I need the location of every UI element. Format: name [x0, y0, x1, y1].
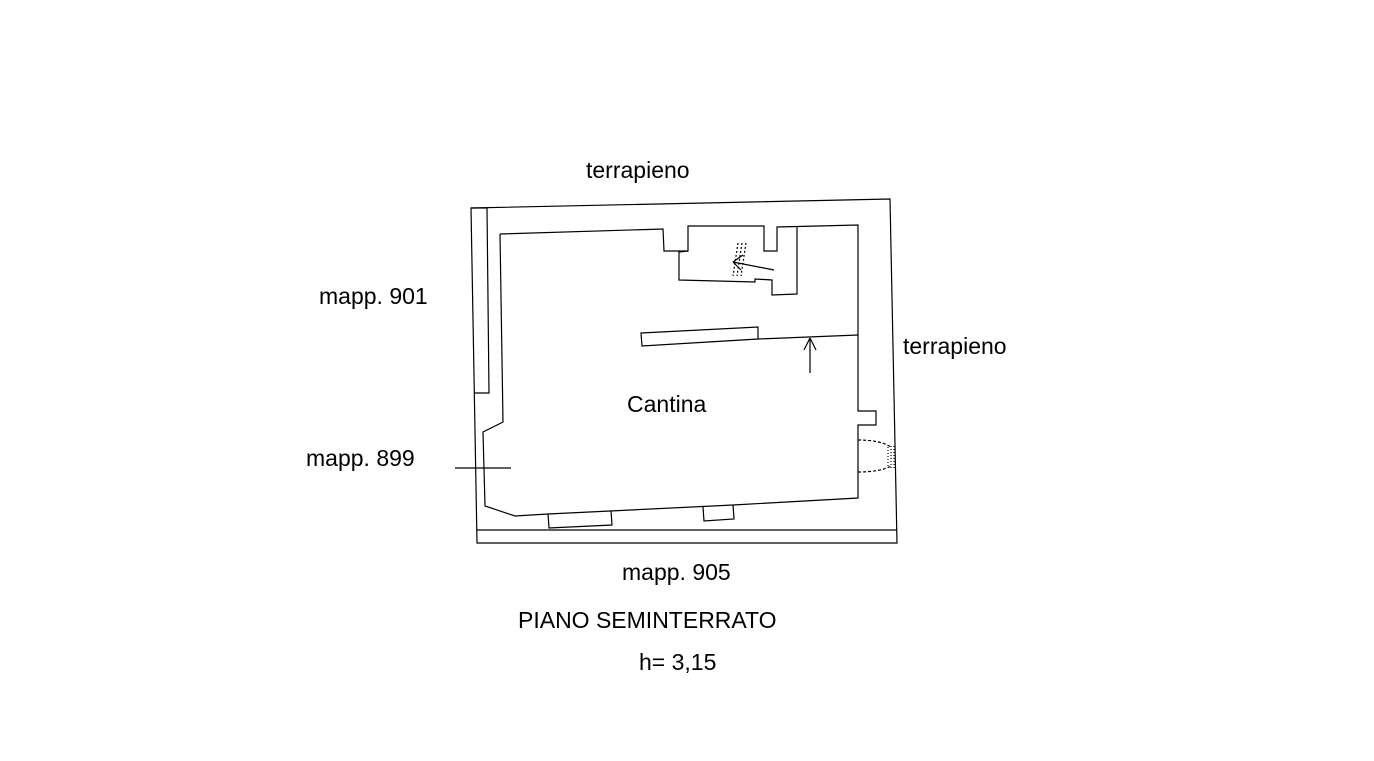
level-arrow-icon — [803, 337, 817, 373]
interior-beam-line — [757, 334, 859, 340]
stair-hatch — [732, 242, 747, 277]
height-label: h= 3,15 — [639, 649, 717, 675]
west-lower-boundary-label: mapp. 899 — [306, 445, 415, 471]
west-upper-boundary-label: mapp. 901 — [319, 283, 428, 309]
stair-arrow-icon — [732, 254, 775, 271]
west-pilaster — [471, 207, 490, 394]
inner-wall — [482, 224, 877, 517]
south-boundary-label: mapp. 905 — [622, 559, 731, 585]
outer-wall — [470, 198, 898, 544]
north-boundary-label: terrapieno — [586, 157, 690, 183]
stair-recess — [678, 227, 798, 296]
south-niche-right — [702, 504, 735, 522]
south-niche-left — [547, 510, 613, 529]
east-boundary-label: terrapieno — [903, 333, 1007, 359]
east-door-opening — [857, 439, 895, 473]
partition-bar — [640, 326, 759, 347]
floor-title: PIANO SEMINTERRATO — [518, 607, 777, 633]
room-label: Cantina — [627, 391, 707, 417]
